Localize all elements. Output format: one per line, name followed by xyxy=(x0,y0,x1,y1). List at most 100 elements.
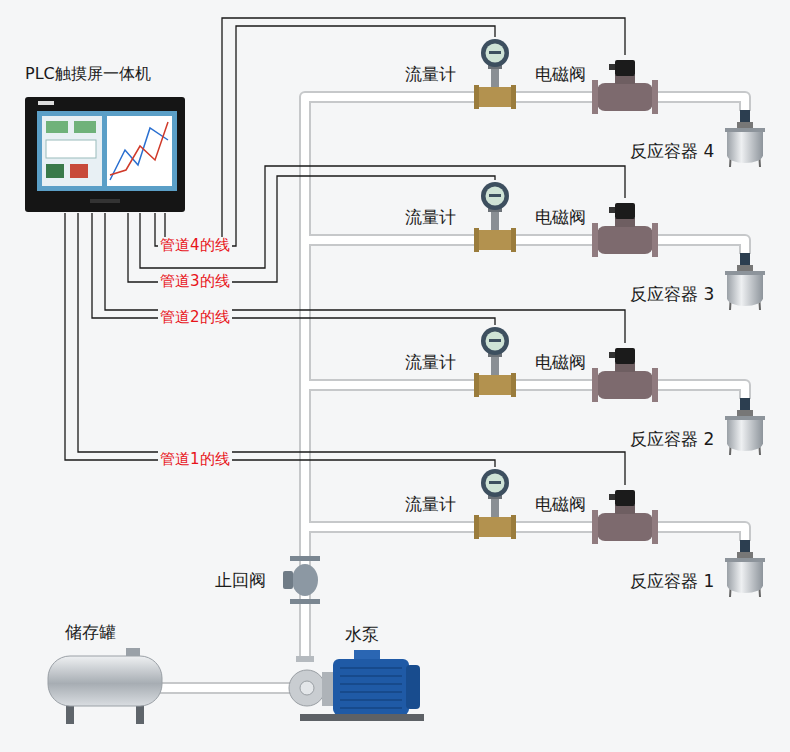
reactor-icon xyxy=(725,107,765,167)
reactor-icon xyxy=(725,537,765,597)
signal-wire xyxy=(140,166,625,268)
plc-logo xyxy=(38,101,54,105)
solenoid-valve: 电磁阀 xyxy=(530,485,660,545)
flow-meter: 流量计 xyxy=(400,325,518,401)
pipe-core xyxy=(660,527,745,537)
pipe xyxy=(518,379,530,391)
wire-label: 管道1的线 xyxy=(158,451,232,468)
device-label: 反应容器 4 xyxy=(630,141,714,161)
device-label: 反应容器 2 xyxy=(630,429,714,449)
plc-touchscreen: PLC触摸屏一体机 xyxy=(22,58,190,213)
flow-meter-icon xyxy=(400,182,518,252)
pipe xyxy=(660,97,745,107)
reactor-vessel: 反应容器 1 xyxy=(628,537,774,599)
pipe xyxy=(660,385,745,395)
device-label: 反应容器 1 xyxy=(630,571,714,591)
screen-chart xyxy=(107,116,172,186)
device-label: 水泵 xyxy=(345,624,379,644)
device-label: 流量计 xyxy=(405,207,456,227)
device-label: 电磁阀 xyxy=(535,352,586,372)
pipe xyxy=(305,385,400,553)
pipe-core xyxy=(660,97,745,107)
device-label: 储存罐 xyxy=(65,622,116,642)
flow-meter: 流量计 xyxy=(400,37,518,113)
check-valve-body xyxy=(292,564,318,596)
flow-meter-icon xyxy=(400,39,518,109)
solenoid-valve-icon xyxy=(530,203,660,257)
screen-widget xyxy=(46,121,68,133)
wire-label: 管道2的线 xyxy=(158,309,232,326)
outlet-flange xyxy=(296,656,314,662)
pipe-core xyxy=(170,684,285,692)
device-label: 流量计 xyxy=(405,64,456,84)
motor-end-cap xyxy=(406,665,420,709)
motor-fins xyxy=(340,668,402,708)
solenoid-valve: 电磁阀 xyxy=(530,198,660,258)
pump-bracket xyxy=(322,672,334,706)
pump-base xyxy=(300,714,424,721)
water-pump: 水泵 xyxy=(285,622,425,727)
pump-motor xyxy=(333,659,409,715)
plc-screen xyxy=(37,111,177,191)
pump-inlet xyxy=(300,681,314,695)
flow-meter-icon xyxy=(400,327,518,397)
signal-wire xyxy=(65,213,495,467)
signal-wire xyxy=(78,213,625,485)
signal-wire xyxy=(92,213,495,325)
pipe xyxy=(518,234,530,246)
flow-meter: 流量计 xyxy=(400,467,518,543)
solenoid-valve-icon xyxy=(530,60,660,114)
solenoid-valve-icon xyxy=(530,490,660,544)
screen-widget xyxy=(74,121,96,133)
device-label: 流量计 xyxy=(405,494,456,514)
screen-widget xyxy=(46,140,96,158)
pipe-core xyxy=(660,385,745,395)
signal-wire xyxy=(105,213,625,343)
device-label: 反应容器 3 xyxy=(630,284,714,304)
pipe-core xyxy=(518,381,530,389)
screen-panel xyxy=(42,116,102,186)
wire-label: 管道3的线 xyxy=(158,273,232,290)
device-label: 电磁阀 xyxy=(535,64,586,84)
pipe xyxy=(170,682,285,694)
device-label: 流量计 xyxy=(405,352,456,372)
device-title: PLC触摸屏一体机 xyxy=(25,64,151,84)
reactor-vessel: 反应容器 2 xyxy=(628,395,774,457)
signal-wire xyxy=(165,18,625,238)
flange xyxy=(290,556,320,561)
solenoid-valve-icon xyxy=(530,348,660,402)
storage-tank: 储存罐 xyxy=(40,618,170,728)
solenoid-valve: 电磁阀 xyxy=(530,343,660,403)
plc-bezel xyxy=(25,97,185,212)
reactor-vessel: 反应容器 3 xyxy=(628,250,774,312)
pipe-core xyxy=(518,236,530,244)
reactor-icon xyxy=(725,250,765,310)
pump-volute xyxy=(289,670,325,706)
pipe-core xyxy=(518,93,530,101)
screen-button xyxy=(46,164,64,178)
device-label: 止回阀 xyxy=(215,570,266,590)
pipe xyxy=(660,527,745,537)
pipe-core xyxy=(305,527,400,553)
pipe-core xyxy=(305,385,400,553)
pipe xyxy=(299,608,311,622)
tank-body xyxy=(48,656,162,706)
pipe-core xyxy=(518,523,530,531)
pipe xyxy=(518,91,530,103)
reactor-vessel: 反应容器 4 xyxy=(628,107,774,169)
signal-wire xyxy=(155,26,495,246)
chart-curve xyxy=(110,122,168,175)
plc-indicator xyxy=(90,199,120,203)
pipe xyxy=(305,240,400,553)
device-label: 电磁阀 xyxy=(535,494,586,514)
reactor-icon xyxy=(725,395,765,455)
pipe xyxy=(660,240,745,250)
pipe xyxy=(518,521,530,533)
device-label: 电磁阀 xyxy=(535,207,586,227)
flange xyxy=(290,599,320,604)
pipe-core xyxy=(301,608,309,622)
wire-label: 管道4的线 xyxy=(158,237,232,254)
pipe-core xyxy=(305,240,400,553)
